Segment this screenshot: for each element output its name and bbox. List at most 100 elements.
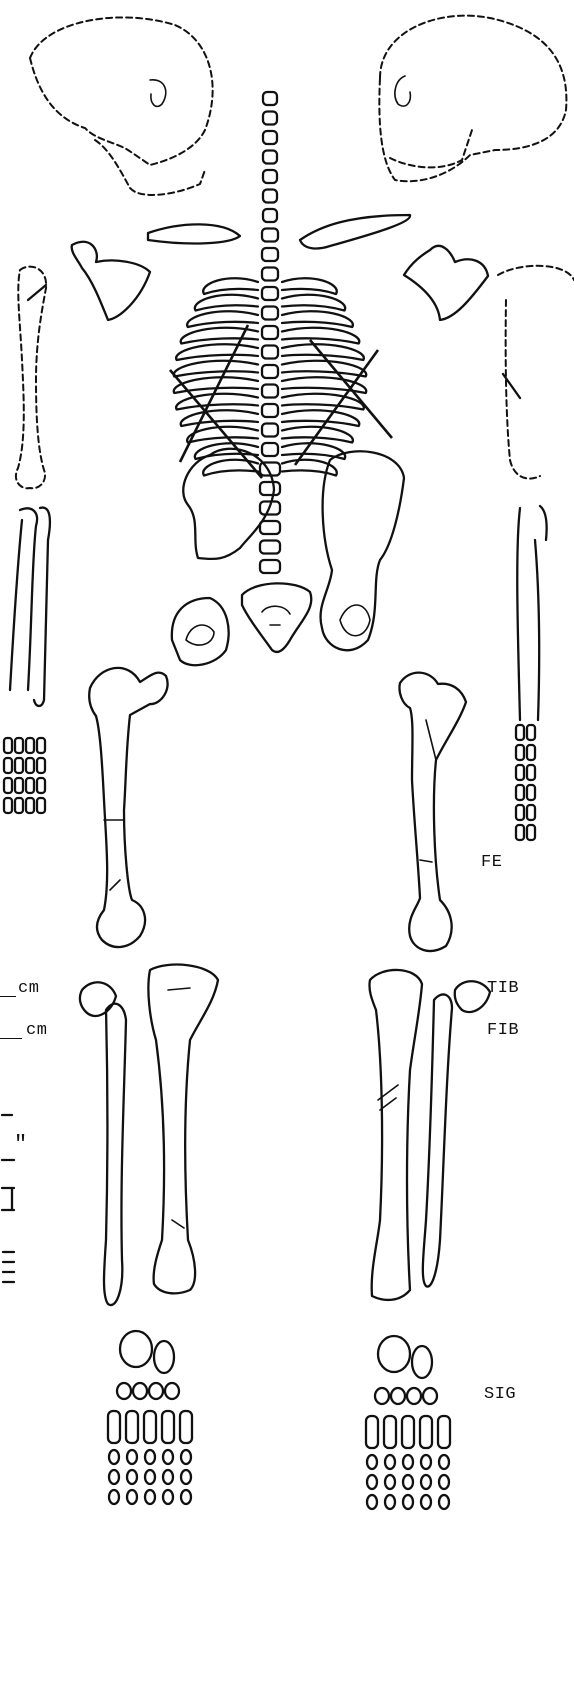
hand-bone: [4, 778, 12, 793]
phalanx: [163, 1470, 173, 1484]
tarsal: [154, 1341, 174, 1373]
left-edge-marks: [2, 1115, 14, 1282]
tibia-left: [148, 965, 218, 1294]
foot-left: [108, 1331, 192, 1504]
hand-bone: [15, 798, 23, 813]
tarsal: [391, 1388, 405, 1404]
phalanx: [385, 1475, 395, 1489]
rib-right: [282, 278, 337, 294]
hand-bone: [37, 738, 45, 753]
rib-right: [282, 295, 345, 311]
vertebra: [262, 268, 278, 281]
metatarsal: [384, 1416, 396, 1448]
rib-right: [282, 328, 359, 344]
vertebral-column: [260, 92, 280, 573]
hand-bone: [15, 778, 23, 793]
vertebra: [260, 482, 280, 495]
metatarsal: [438, 1416, 450, 1448]
tarsal: [378, 1336, 410, 1372]
hand-right: [516, 725, 535, 840]
metatarsal: [108, 1411, 120, 1443]
hand-bone: [26, 758, 34, 773]
phalanx: [385, 1455, 395, 1469]
rib-right: [282, 344, 364, 360]
rib-left: [187, 427, 258, 443]
vertebra: [263, 92, 277, 105]
phalanx: [109, 1490, 119, 1504]
pelvis-right: [321, 451, 404, 650]
hand-bone: [516, 825, 524, 840]
phalanx: [439, 1495, 449, 1509]
hand-bone: [516, 785, 524, 800]
phalanx: [181, 1490, 191, 1504]
rib-right: [282, 361, 366, 377]
phalanx: [145, 1450, 155, 1464]
hand-bone: [527, 825, 535, 840]
metatarsal: [402, 1416, 414, 1448]
phalanx: [181, 1450, 191, 1464]
vertebra: [263, 131, 277, 144]
hand-bone: [516, 805, 524, 820]
tarsal: [149, 1383, 163, 1399]
femur-right: [399, 673, 466, 951]
patellae: [80, 981, 490, 1016]
hand-bone: [26, 798, 34, 813]
femur-left: [89, 668, 167, 947]
metatarsal: [420, 1416, 432, 1448]
metatarsal: [126, 1411, 138, 1443]
tarsal: [120, 1331, 152, 1367]
hand-bone: [527, 725, 535, 740]
hand-bone: [4, 758, 12, 773]
fibula-left: [104, 1004, 126, 1305]
hand-bone: [15, 738, 23, 753]
phalanx: [145, 1490, 155, 1504]
metatarsal: [162, 1411, 174, 1443]
vertebra: [262, 443, 278, 456]
metatarsal: [366, 1416, 378, 1448]
fibula-right: [423, 994, 452, 1286]
phalanx: [403, 1455, 413, 1469]
hand-bone: [26, 778, 34, 793]
vertebra: [263, 170, 277, 183]
vertebra: [262, 404, 278, 417]
phalanx: [421, 1475, 431, 1489]
hand-bone: [516, 745, 524, 760]
hand-bone: [37, 798, 45, 813]
phalanx: [421, 1455, 431, 1469]
vertebra: [262, 326, 278, 339]
vertebra: [262, 424, 278, 437]
rib-right: [282, 394, 364, 410]
skull-left: [30, 17, 213, 194]
phalanx: [127, 1490, 137, 1504]
hand-left: [4, 738, 45, 813]
phalanx: [163, 1450, 173, 1464]
rib-left: [195, 295, 258, 311]
phalanx: [163, 1490, 173, 1504]
phalanx: [127, 1450, 137, 1464]
rib-left: [176, 344, 258, 360]
phalanx: [385, 1495, 395, 1509]
rib-right: [282, 311, 353, 327]
phalanx: [127, 1470, 137, 1484]
phalanx: [421, 1495, 431, 1509]
tarsal: [165, 1383, 179, 1399]
phalanx: [109, 1470, 119, 1484]
phalanx: [367, 1455, 377, 1469]
hand-bone: [26, 738, 34, 753]
hand-bone: [15, 758, 23, 773]
tarsal: [412, 1346, 432, 1378]
sacrum: [242, 583, 311, 652]
vertebra: [260, 521, 280, 534]
phalanx: [439, 1455, 449, 1469]
hand-bone: [37, 758, 45, 773]
phalanx: [367, 1475, 377, 1489]
tarsal: [423, 1388, 437, 1404]
forearm-right: [517, 506, 546, 720]
rib-left: [176, 394, 258, 410]
vertebra: [262, 248, 278, 261]
vertebra: [262, 287, 278, 300]
metatarsal: [180, 1411, 192, 1443]
vertebra: [262, 307, 278, 320]
